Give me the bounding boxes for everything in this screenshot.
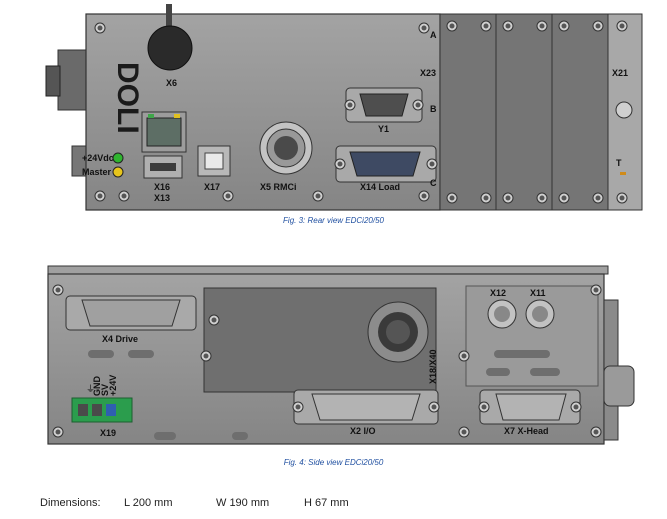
label-x18-x40: X18/X40: [428, 349, 438, 384]
label-x17: X17: [204, 182, 220, 192]
label-24v: +24V: [108, 375, 118, 396]
t-led: [620, 172, 626, 175]
dimension-width: W 190 mm: [216, 497, 270, 509]
ground-symbol-icon: ⏚: [86, 384, 95, 394]
led-24vdc: [112, 152, 124, 164]
label-sv: SV: [100, 384, 110, 396]
label-x11: X11: [530, 288, 546, 298]
side-view: X4 Drive X12 X11 X18/X40 X2 I/O X7 X-Hea…: [47, 265, 635, 445]
x6-plug: [147, 25, 193, 71]
label-a: A: [430, 30, 437, 40]
slot-card-b: [495, 13, 553, 211]
top-rail: [47, 265, 609, 275]
label-x6: X6: [166, 78, 177, 88]
label-x4-drive: X4 Drive: [102, 334, 138, 344]
doli-logo: DOLI: [111, 62, 144, 134]
label-x12: X12: [490, 288, 506, 298]
slot-card-a: [439, 13, 497, 211]
label-24vdc: +24Vdc: [82, 153, 114, 163]
slot-card-c: [551, 13, 609, 211]
label-x7-x-head: X7 X-Head: [504, 426, 549, 436]
x7-x-head-dsub-connector[interactable]: [495, 393, 567, 421]
label-x2-io: X2 I/O: [350, 426, 376, 436]
label-b: B: [430, 104, 437, 114]
label-x19: X19: [100, 428, 116, 438]
caption-rear-view: Fig. 3: Rear view EDCi20/50: [283, 216, 384, 225]
caption-side-view: Fig. 4: Side view EDCi20/50: [283, 458, 384, 467]
label-master: Master: [82, 167, 112, 177]
led-master: [112, 166, 124, 178]
dimension-length: L 200 mm: [124, 497, 173, 509]
ground-stud: [615, 101, 633, 119]
label-gnd: GND: [92, 376, 102, 397]
dimensions-label: Dimensions:: [40, 497, 101, 509]
label-y1: Y1: [378, 124, 389, 134]
label-x5-rmci: X5 RMCi: [260, 182, 297, 192]
label-c: C: [430, 178, 437, 188]
label-x21: X21: [612, 68, 628, 78]
label-x14-load: X14 Load: [360, 182, 400, 192]
x14-load-dsub-connector[interactable]: [349, 151, 421, 177]
label-x16: X16: [154, 182, 170, 192]
y1-dsub-connector[interactable]: [359, 93, 409, 117]
x2-io-dsub-connector[interactable]: [311, 393, 421, 421]
label-t: T: [616, 158, 622, 168]
label-x23: X23: [420, 68, 436, 78]
rear-view: DOLI: [45, 4, 643, 211]
label-x13: X13: [154, 193, 170, 203]
x4-drive-dsub-connector[interactable]: [81, 299, 181, 327]
x16-rj45-port[interactable]: [146, 117, 182, 147]
dimension-height: H 67 mm: [304, 497, 349, 509]
